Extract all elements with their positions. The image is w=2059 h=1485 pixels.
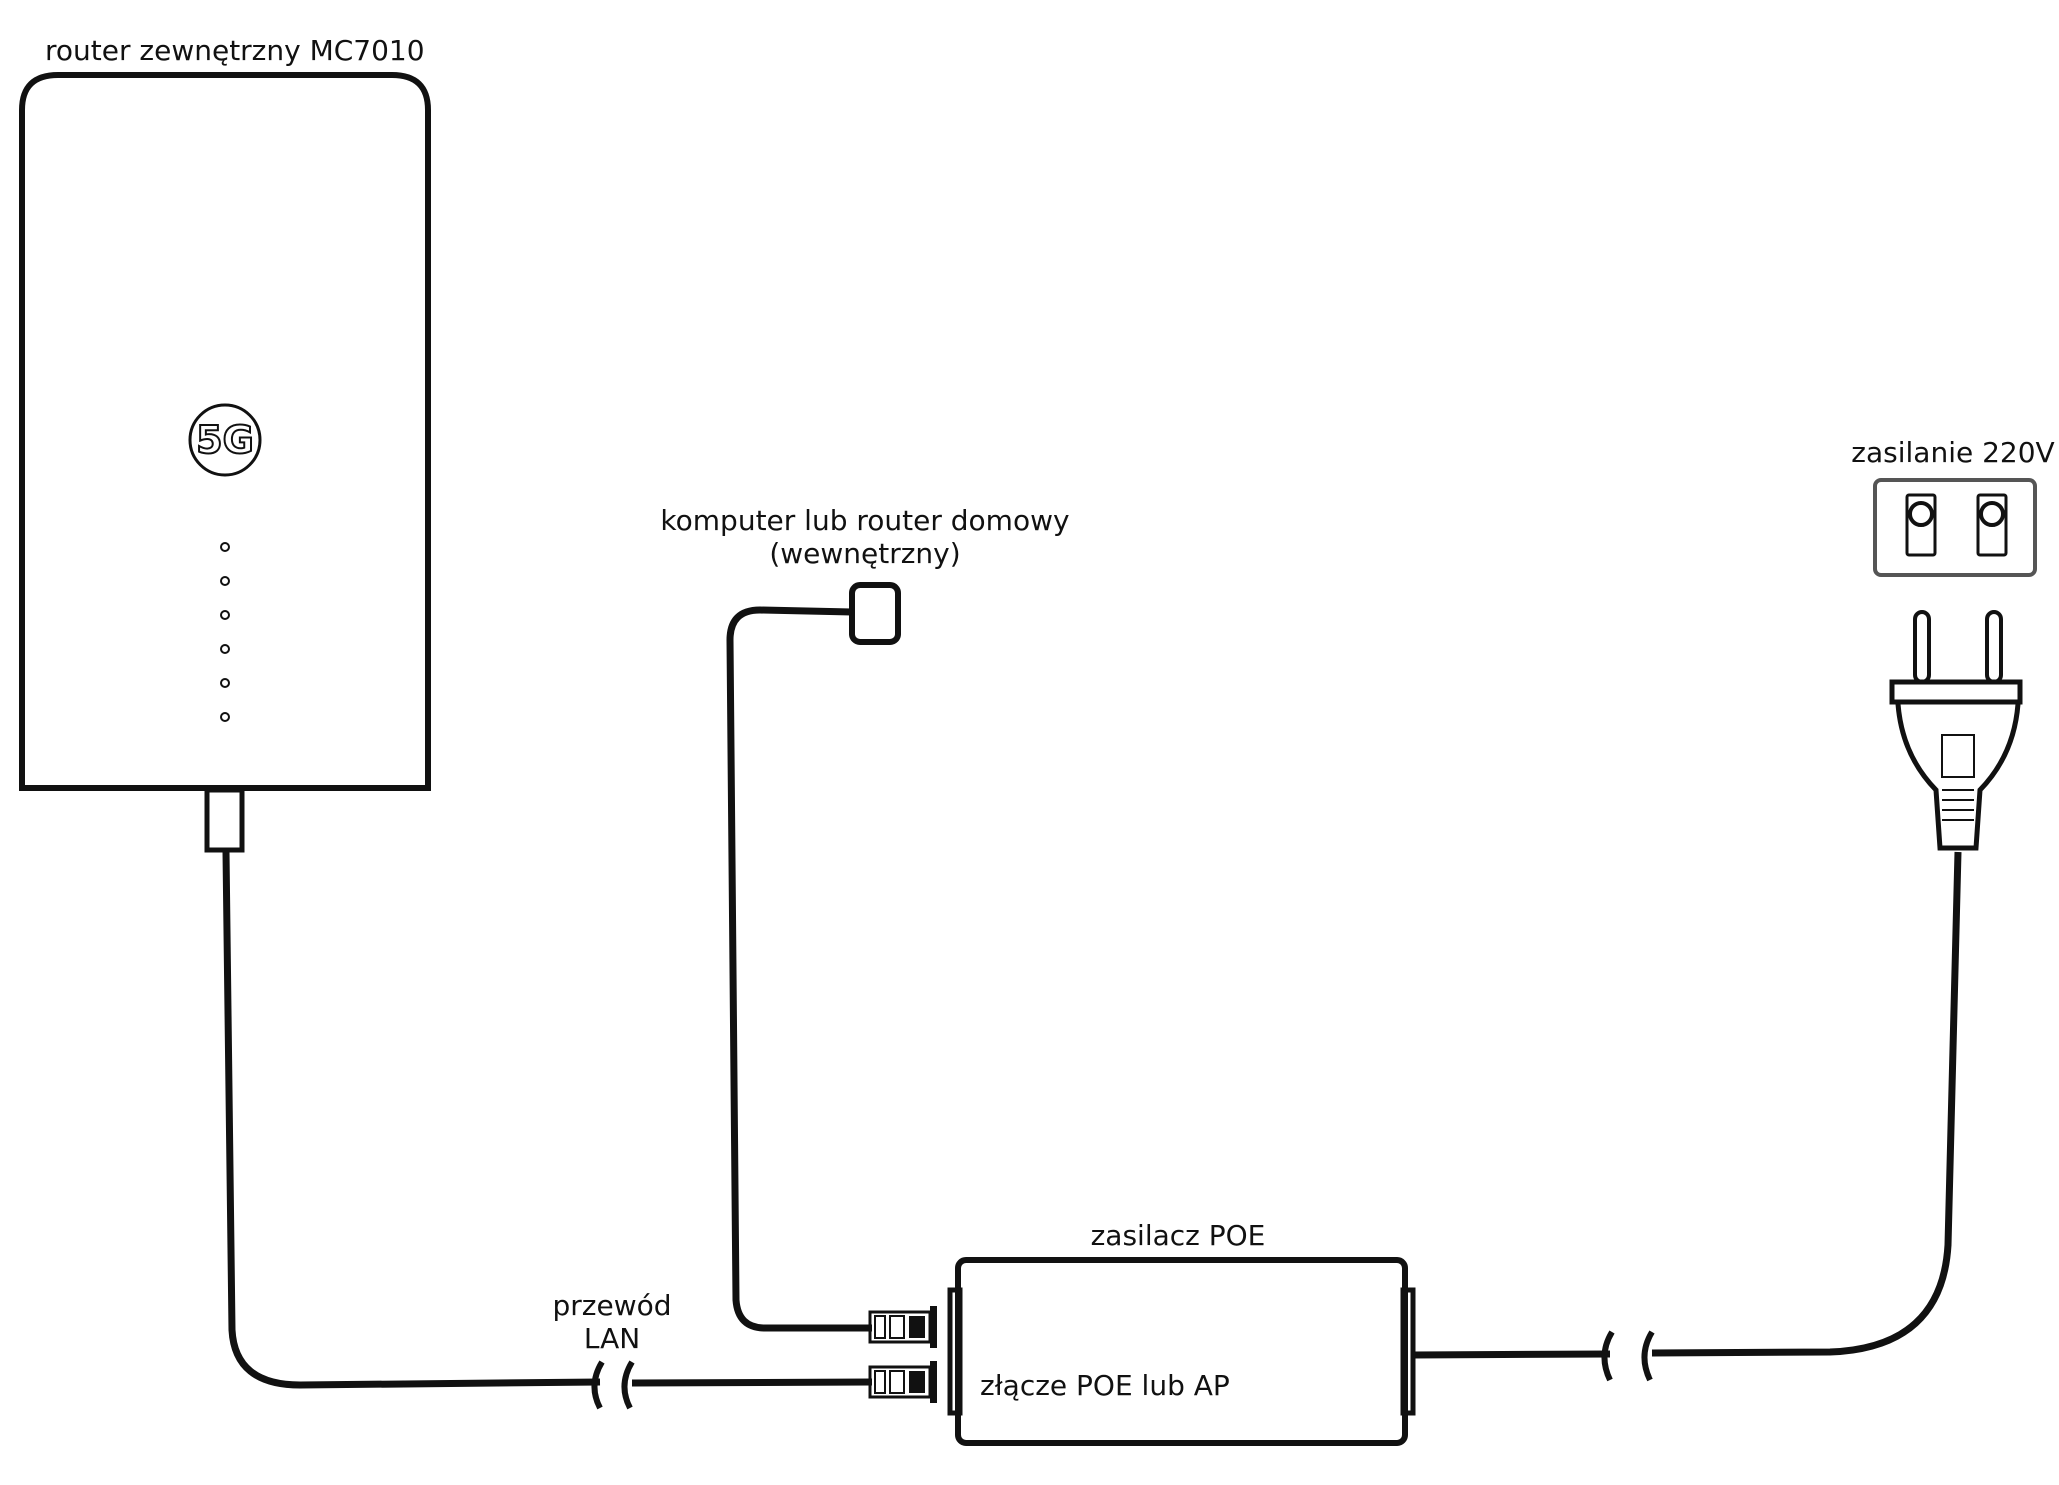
5g-logo-icon: 5G — [188, 403, 262, 477]
computer-cable — [726, 606, 872, 1332]
power-cable-plug — [1651, 851, 1962, 1357]
power-label: zasilanie 220V — [1851, 436, 2054, 469]
router-body — [19, 72, 431, 791]
power-cable-poe — [1412, 1350, 1611, 1359]
poe-injector — [947, 1257, 1416, 1446]
lan-cable-router — [222, 851, 601, 1389]
poe-label: zasilacz POE — [1091, 1219, 1266, 1252]
cable-break-mark-left — [591, 1360, 635, 1410]
lan-cable-poe — [631, 1378, 873, 1387]
poe-body — [955, 1257, 1408, 1446]
power-plug-icon — [1889, 610, 2023, 851]
cable-label-line1: przewód — [552, 1289, 671, 1322]
outdoor-router: 5G — [19, 72, 431, 853]
router-label: router zewnętrzny MC7010 — [45, 34, 425, 67]
computer-label-line1: komputer lub router domowy — [660, 504, 1069, 537]
rj45-plug-top — [868, 1306, 937, 1348]
poe-left-cap — [947, 1287, 963, 1416]
wall-socket — [1873, 478, 2037, 577]
rj45-plug-bottom — [868, 1361, 937, 1403]
router-lan-port — [204, 787, 245, 853]
computer-label-line2: (wewnętrzny) — [769, 537, 960, 570]
computer-connector-icon — [849, 582, 901, 645]
cable-label-line2: LAN — [584, 1322, 640, 1355]
poe-port-label: złącze POE lub AP — [980, 1369, 1230, 1402]
cable-break-mark-right — [1601, 1330, 1655, 1382]
status-led-dots — [220, 542, 230, 722]
svg-text:5G: 5G — [196, 418, 254, 462]
